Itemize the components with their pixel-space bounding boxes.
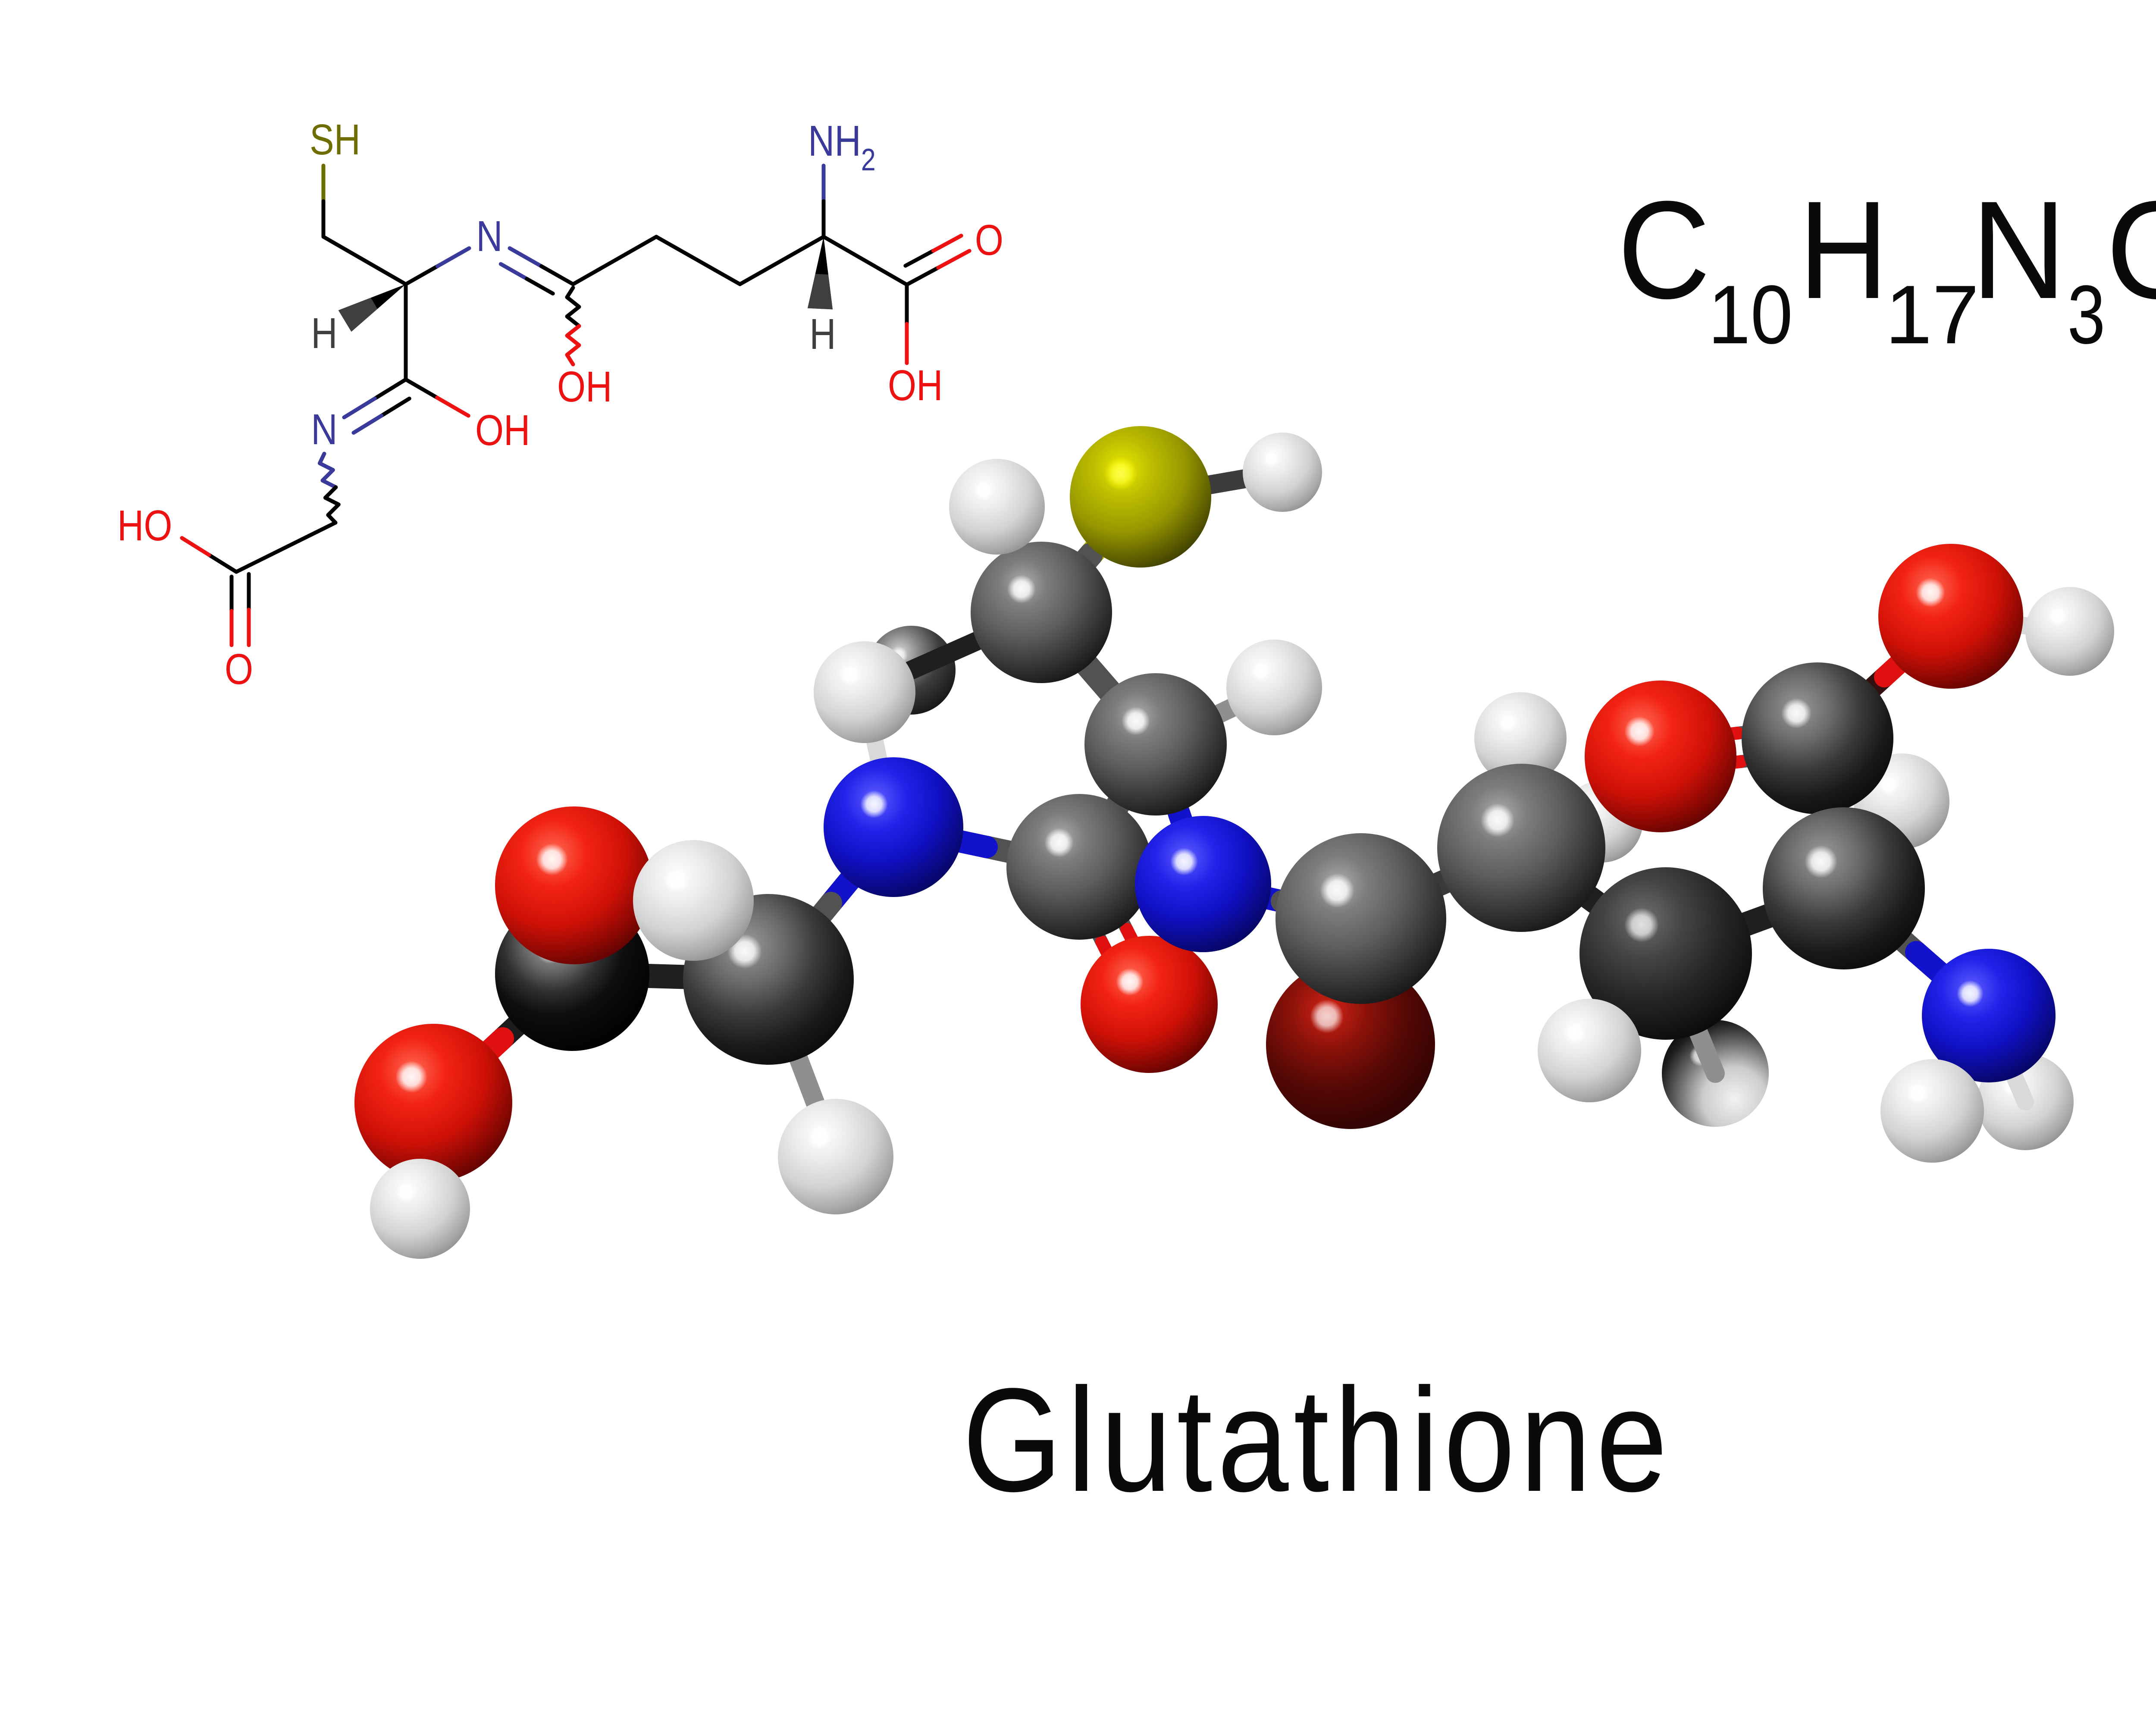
svg-text:O: O (975, 216, 1003, 264)
svg-text:O: O (225, 645, 253, 693)
svg-text:N: N (311, 405, 337, 453)
svg-text:Glutathione: Glutathione (962, 1358, 1672, 1522)
svg-text:H: H (809, 310, 836, 358)
svg-text:OH: OH (475, 406, 530, 454)
svg-text:O: O (2106, 172, 2156, 328)
svg-text:3: 3 (2067, 268, 2105, 361)
svg-text:H: H (1799, 172, 1888, 327)
svg-text:H: H (311, 309, 337, 357)
svg-text:N: N (1971, 172, 2066, 328)
svg-text:OH: OH (888, 361, 943, 409)
svg-text:C: C (1617, 172, 1710, 328)
svg-text:10: 10 (1708, 268, 1793, 361)
svg-text:HO: HO (117, 501, 172, 549)
svg-text:SH: SH (310, 115, 360, 163)
svg-text:OH: OH (557, 362, 612, 411)
svg-text:17: 17 (1885, 268, 1979, 361)
svg-text:N: N (476, 212, 502, 260)
